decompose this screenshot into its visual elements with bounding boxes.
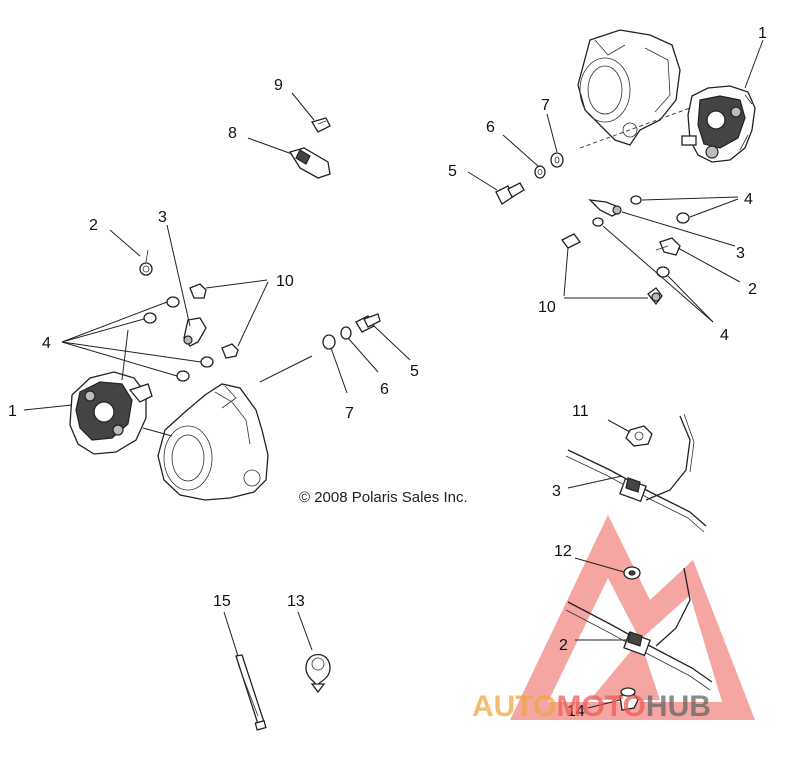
nut-11 (625, 425, 653, 447)
callout-10-left: 10 (276, 273, 294, 290)
callout-1-right: 1 (758, 25, 767, 42)
copyright-notice: © 2008 Polaris Sales Inc. (299, 489, 468, 506)
washer-4-left-b (143, 312, 157, 324)
bolt-5-right (495, 182, 525, 205)
brake-caliper-left (69, 371, 153, 455)
bolt-10-right-a (561, 233, 581, 249)
callout-5-right: 5 (448, 163, 457, 180)
knuckle-right (577, 29, 681, 146)
knuckle-left (157, 383, 269, 501)
callout-6-right: 6 (486, 119, 495, 136)
washer-6-left (340, 326, 352, 340)
callout-6-left: 6 (380, 381, 389, 398)
screw-9 (311, 117, 331, 133)
washer-12 (623, 566, 641, 580)
callout-14: 14 (567, 703, 585, 720)
callout-4-left: 4 (42, 335, 51, 352)
washer-4-left-d (176, 370, 190, 382)
brake-line-cable (565, 413, 707, 533)
washer-6-right (534, 165, 546, 179)
push-clip-13 (305, 653, 331, 694)
callout-7-left: 7 (345, 405, 354, 422)
callout-5-left: 5 (410, 363, 419, 380)
washer-4-right-d (656, 266, 670, 278)
washer-4-left-c (200, 356, 214, 368)
callout-1-left: 1 (8, 403, 17, 420)
brake-caliper-right (681, 85, 756, 163)
callout-2-left: 2 (89, 217, 98, 234)
guide-caliper-to-knuckle-left (142, 427, 173, 437)
washer-4-right-b (676, 212, 690, 224)
callout-4-right-top: 4 (744, 191, 753, 208)
callout-3-left: 3 (158, 209, 167, 226)
callout-4-right-bottom: 4 (720, 327, 729, 344)
clip-3-cable (619, 477, 647, 503)
callout-13: 13 (287, 593, 305, 610)
bolt-10-right-b (647, 287, 663, 306)
callout-15: 15 (213, 593, 231, 610)
svg-text:AUTOMOTOHUB: AUTOMOTOHUB (472, 690, 711, 723)
brake-line-fitting-3-left (183, 317, 207, 347)
callout-3-right: 3 (736, 245, 745, 262)
bolt-10-left-a (189, 283, 207, 299)
watermark-part3: HUB (646, 690, 711, 723)
clip-2-cable (623, 631, 651, 657)
washer-4-right-a (630, 195, 642, 205)
callout-7-right: 7 (541, 97, 550, 114)
callout-labels: 1 7 6 5 4 3 2 10 4 9 8 2 3 10 4 1 5 6 7 … (8, 25, 767, 720)
watermark-part2: MOTO (556, 690, 645, 723)
brake-line-clip-2-left (139, 249, 153, 276)
lower-cable (565, 567, 713, 691)
callout-3-cable: 3 (552, 483, 561, 500)
washer-7-right (550, 152, 564, 168)
callout-9: 9 (274, 77, 283, 94)
callout-2-right: 2 (748, 281, 757, 298)
callout-11: 11 (572, 403, 589, 420)
washer-7-left (322, 334, 336, 350)
callout-12: 12 (554, 543, 572, 560)
watermark-part1: AUTO (472, 690, 556, 723)
callout-8: 8 (228, 125, 237, 142)
callout-2-cable: 2 (559, 637, 568, 654)
washer-4-left-a (166, 296, 180, 308)
bolt-10-left-b (221, 343, 239, 359)
watermark-logo: AUTOMOTOHUB (472, 690, 711, 723)
dashed-guide-right (579, 107, 691, 149)
callout-10-right: 10 (538, 299, 556, 316)
bracket-8 (288, 147, 331, 179)
bolt-5-left (355, 313, 381, 333)
cable-tie-15 (235, 654, 267, 731)
washer-4-right-c (592, 217, 604, 227)
screw-14 (619, 687, 639, 711)
brake-line-fitting-3-right (588, 199, 622, 217)
leader-lines (23, 39, 764, 709)
brake-line-clip-2-right (655, 237, 681, 256)
